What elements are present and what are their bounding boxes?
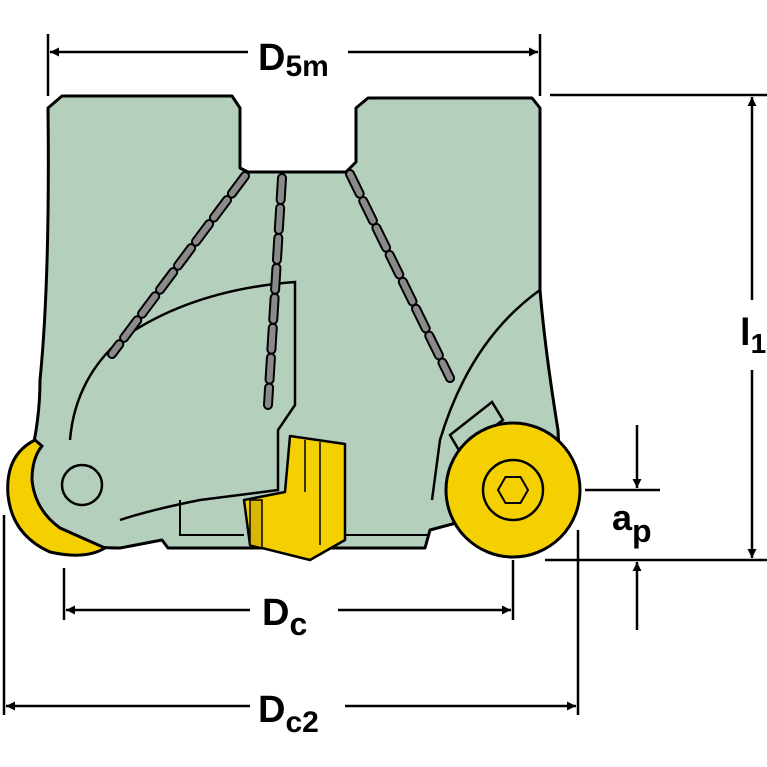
chip-pocket-right bbox=[430, 288, 541, 501]
insert-seat-ridge bbox=[179, 500, 244, 536]
inserts bbox=[6, 421, 582, 562]
label-dc2: Dc2 bbox=[258, 689, 319, 739]
label-ap: ap bbox=[612, 497, 652, 549]
coolant-channel-center-inner bbox=[265, 175, 285, 408]
insert-center-shade bbox=[249, 499, 263, 549]
insert-wedge-right bbox=[448, 400, 505, 454]
dimension-labels: D5m l1 ap Dc Dc2 bbox=[258, 37, 766, 739]
clamp-pin bbox=[60, 463, 104, 507]
insert-left bbox=[6, 438, 107, 557]
coolant-channel-right-inner bbox=[347, 171, 453, 381]
coolant-channel-left-inner bbox=[109, 173, 248, 357]
chip-pocket-left bbox=[68, 280, 297, 522]
hex-socket-icon bbox=[496, 476, 530, 504]
label-dc: Dc bbox=[262, 592, 307, 642]
insert-center-edge bbox=[304, 440, 321, 545]
label-l1: l1 bbox=[740, 312, 766, 359]
coolant-channels bbox=[107, 169, 455, 410]
label-d5m: D5m bbox=[258, 37, 329, 83]
dimension-lines bbox=[2, 34, 767, 715]
